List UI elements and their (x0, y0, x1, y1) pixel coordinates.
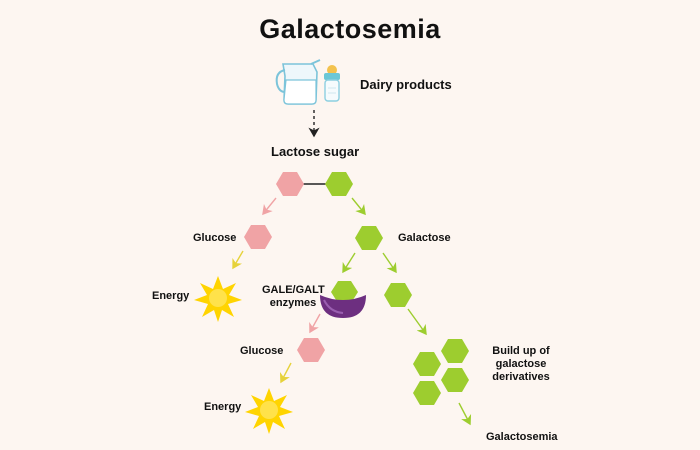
arrow-to-enzyme-galactose (342, 252, 356, 274)
arrow-to-galactose (351, 197, 366, 216)
buildup-label-line2: galactose (495, 358, 547, 370)
buildup-label-line3: derivatives (492, 371, 550, 383)
enzymes-label-line2: enzymes (269, 297, 317, 309)
galactose-hexagon-free (384, 283, 412, 307)
dairy-label: Dairy products (360, 77, 452, 92)
enzymes-label-line1: GALE/GALT (262, 284, 325, 296)
enzyme-complex (320, 281, 366, 318)
galactosemia-outcome-label: Galactosemia (486, 431, 558, 443)
arrow-to-galactosemia (458, 402, 472, 426)
milk-jug-icon (275, 59, 321, 105)
arrow-to-energy-2 (279, 362, 292, 384)
galactose-buildup-cluster (413, 339, 469, 405)
arrow-to-free-galactose (382, 252, 397, 274)
diagram-title: Galactosemia (259, 14, 441, 44)
arrow-to-energy (232, 250, 244, 270)
lactose-molecule (276, 172, 353, 196)
arrow-to-glucose (262, 197, 277, 216)
sun-icon (194, 276, 242, 322)
baby-bottle-icon (324, 65, 340, 102)
arrow-to-glucose-2 (309, 313, 321, 334)
energy-label-2: Energy (204, 401, 242, 413)
enzymes-label: GALE/GALT enzymes (262, 284, 325, 310)
energy-label: Energy (152, 290, 190, 302)
arrow-to-buildup (407, 308, 427, 336)
galactose-hexagon-lactose (325, 172, 353, 196)
buildup-label: Build up of galactose derivatives (486, 345, 556, 384)
sun-icon (245, 388, 293, 434)
lactose-label: Lactose sugar (271, 144, 360, 159)
galactose-hexagon (355, 226, 383, 250)
glucose-label-2: Glucose (240, 345, 284, 357)
glucose-label: Glucose (193, 232, 237, 244)
buildup-label-line1: Build up of (492, 345, 550, 357)
glucose-hexagon-lactose (276, 172, 304, 196)
glucose-hexagon (244, 225, 272, 249)
galactose-label: Galactose (398, 232, 451, 244)
glucose-hexagon-2 (297, 338, 325, 362)
